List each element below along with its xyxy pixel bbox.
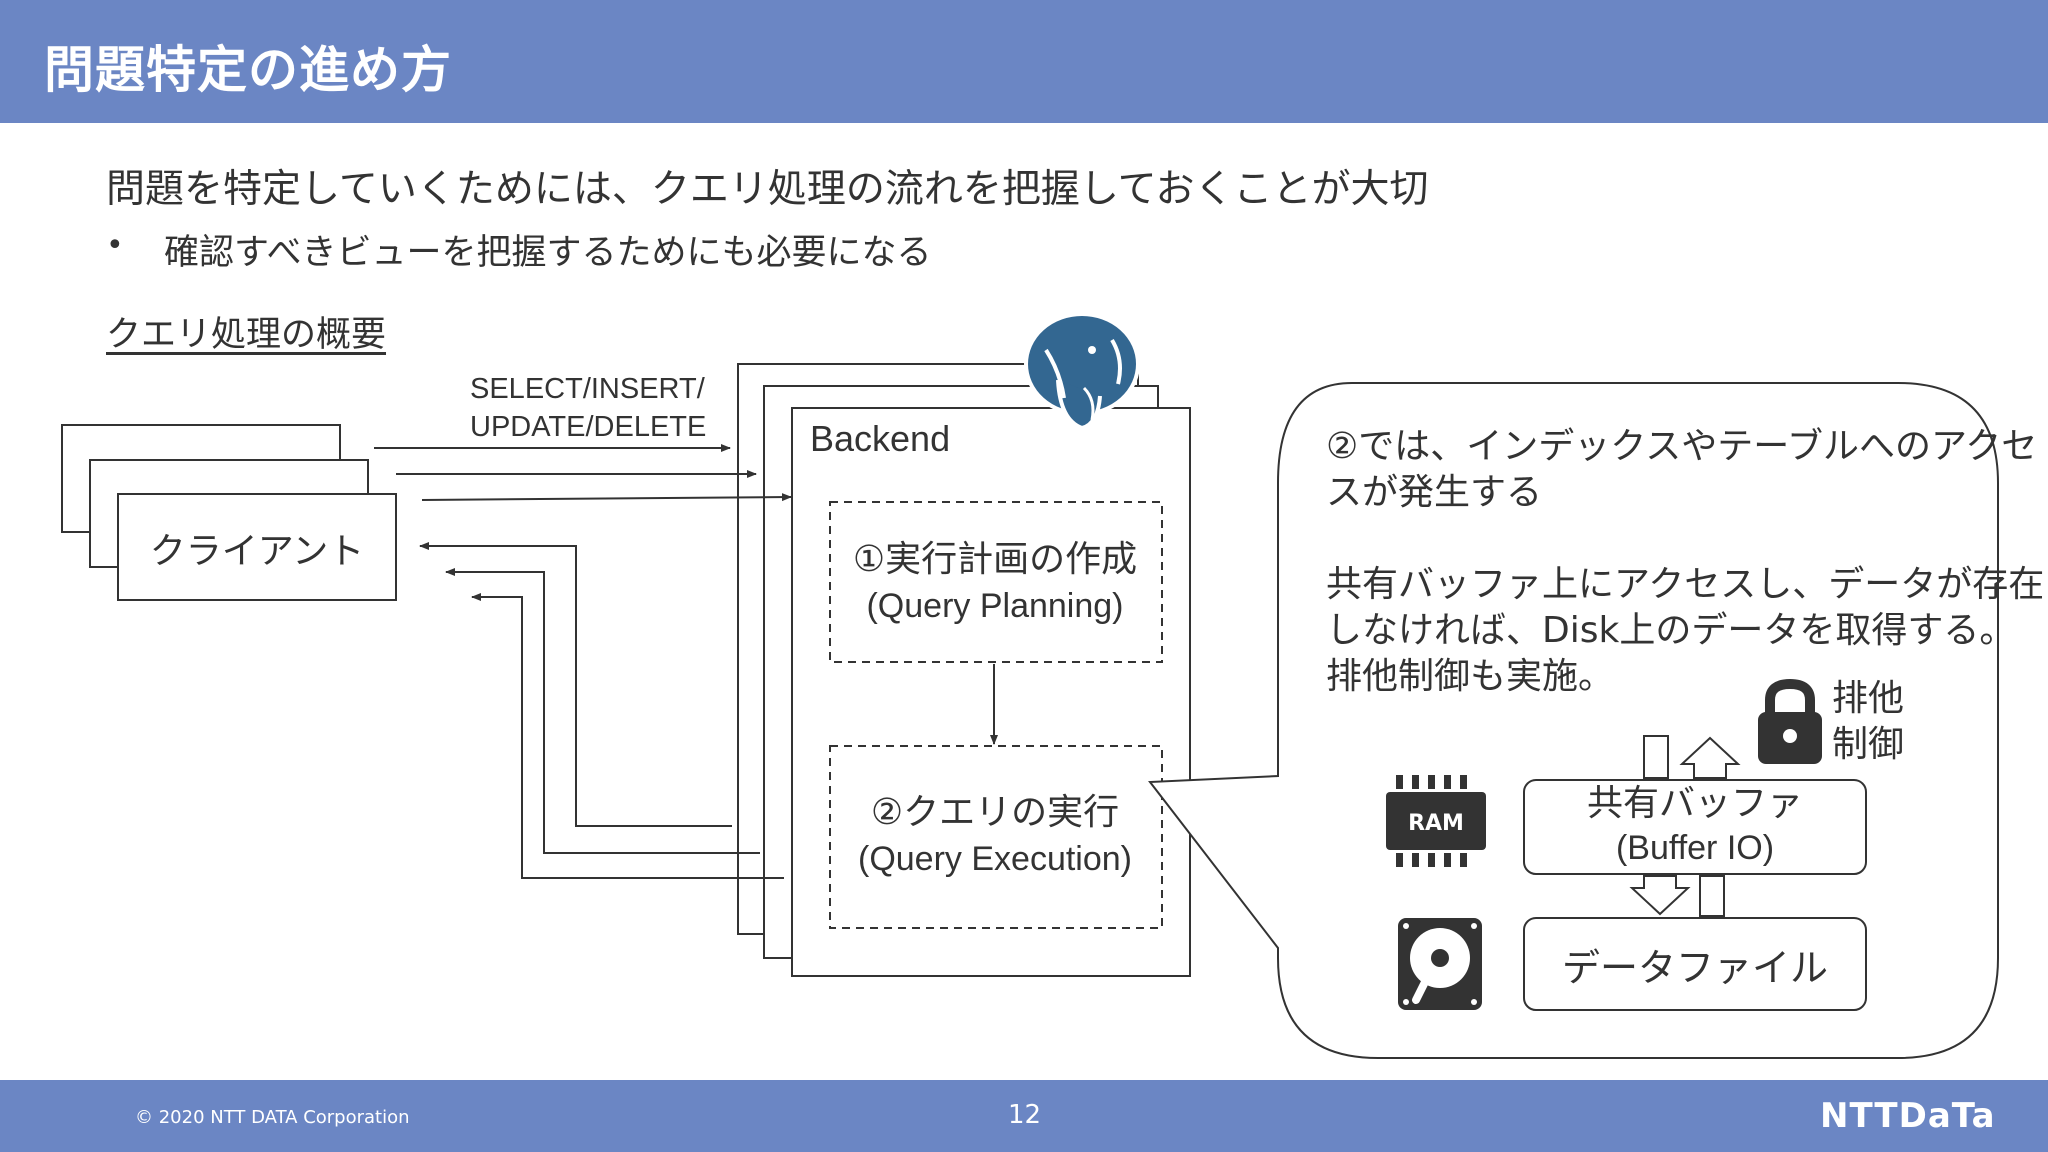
bullet-text: 確認すべきビューを把握するためにも必要になる <box>164 233 932 273</box>
callout-bubble <box>1148 382 1999 1059</box>
response-arrow-3 <box>471 593 784 879</box>
lock-label-line-1: 排他 <box>1832 678 1905 719</box>
step-execution-label: ②クエリの実行 (Query Execution) <box>830 790 1160 882</box>
hard-disk-icon <box>1398 918 1482 1010</box>
step-planning-title: ①実行計画の作成 <box>852 539 1138 580</box>
callout-line-4: しなければ、Disk上のデータを取得する。 <box>1326 610 2016 651</box>
shared-buffer-subtitle: (Buffer IO) <box>1615 829 1775 867</box>
slide-title: 問題特定の進め方 <box>44 41 452 99</box>
step-planning-box <box>829 501 1163 663</box>
shared-buffer-label: 共有バッファ (Buffer IO) <box>1524 782 1866 870</box>
query-types-line-2: UPDATE/DELETE <box>470 411 707 443</box>
lead-text: 問題を特定していくためには、クエリ処理の流れを把握しておくことが大切 <box>106 167 1429 212</box>
ram-label: RAM <box>1408 811 1464 836</box>
slide-footer: © 2020 NTT DATA Corporation 12 NTTDaTa <box>0 1080 2048 1152</box>
ram-icon: RAM <box>1386 775 1486 867</box>
lock-label-line-2: 制御 <box>1832 724 1905 765</box>
step-planning-label: ①実行計画の作成 (Query Planning) <box>830 537 1160 629</box>
callout-line-2: スが発生する <box>1326 472 1543 513</box>
client-label: クライアント <box>149 531 365 572</box>
buffer-io-arrows <box>1629 735 1741 917</box>
page-number: 12 <box>1008 1100 1042 1130</box>
copyright-text: © 2020 NTT DATA Corporation <box>135 1107 410 1128</box>
callout-line-3: 共有バッファ上にアクセスし、データが存在 <box>1326 564 2045 605</box>
shared-buffer-box <box>1523 779 1867 875</box>
step-execution-title: ②クエリの実行 <box>870 792 1120 833</box>
shared-buffer-title: 共有バッファ <box>1586 783 1803 824</box>
lock-label: 排他 制御 <box>1832 676 1904 768</box>
request-arrow-3 <box>421 493 792 502</box>
data-file-box <box>1523 917 1867 1011</box>
bullet-marker: • <box>106 228 124 263</box>
callout-line-5: 排他制御も実施。 <box>1326 656 1615 697</box>
step-execution-box <box>829 745 1163 929</box>
callout-text: ②では、インデックスやテーブルへのアクセ スが発生する 共有バッファ上にアクセス… <box>1326 424 2044 700</box>
step-planning-subtitle: (Query Planning) <box>866 587 1124 625</box>
query-types-label: SELECT/INSERT/ UPDATE/DELETE <box>470 370 706 446</box>
response-arrow-1 <box>419 542 732 827</box>
lock-icon <box>1758 678 1822 764</box>
slide-header: 問題特定の進め方 <box>0 0 2048 123</box>
section-title: クエリ処理の概要 <box>106 315 387 355</box>
client-box-front[interactable] <box>117 493 397 601</box>
backend-label: Backend <box>810 418 951 459</box>
brand-logo: NTTDaTa <box>1820 1096 1996 1136</box>
callout-line-1: ②では、インデックスやテーブルへのアクセ <box>1326 426 2038 467</box>
postgresql-elephant-icon <box>1024 312 1140 431</box>
step-execution-subtitle: (Query Execution) <box>858 840 1132 878</box>
data-file-label: データファイル <box>1561 946 1828 990</box>
response-arrow-2 <box>445 568 760 854</box>
query-types-line-1: SELECT/INSERT/ <box>470 373 705 405</box>
